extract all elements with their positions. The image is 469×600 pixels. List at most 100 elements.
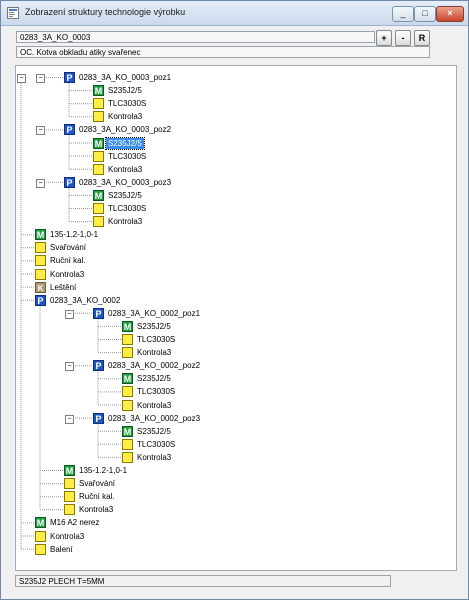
tree-node-label[interactable]: Ruční kal. xyxy=(79,492,115,502)
tree-node[interactable]: − P 0283_3A_KO_0003_poz1 xyxy=(16,72,456,85)
tree-node[interactable]: TLC3030S xyxy=(16,98,456,111)
tree-node-label[interactable]: TLC3030S xyxy=(108,151,147,161)
tree-node-label[interactable]: Kontrola3 xyxy=(108,217,143,227)
tree-node-label[interactable]: S235J2/5 xyxy=(108,190,142,200)
tree-node-label[interactable]: Ruční kal. xyxy=(50,256,86,266)
tree-node[interactable]: TLC3030S xyxy=(16,386,456,399)
tree-node-label[interactable]: TLC3030S xyxy=(137,387,176,397)
part-icon: P xyxy=(93,307,104,319)
refresh-button[interactable]: R xyxy=(414,30,430,46)
collapse-toggle-icon[interactable]: − xyxy=(36,74,45,83)
tree-node-label[interactable]: TLC3030S xyxy=(137,439,176,449)
tree-node-label[interactable]: Leštění xyxy=(50,282,77,292)
minimize-button[interactable]: _ xyxy=(392,6,414,22)
tree-node-label[interactable]: Kontrola3 xyxy=(137,452,172,462)
tree-node-label[interactable]: 0283_3A_KO_0002_poz2 xyxy=(108,361,201,371)
tree-node[interactable]: Kontrola3 xyxy=(16,451,456,465)
expand-all-button[interactable]: + xyxy=(376,30,392,46)
product-description-field[interactable]: OC. Kotva obkladu atiky svařenec xyxy=(16,46,430,58)
tree-node-label[interactable]: Kontrola3 xyxy=(50,531,85,541)
operation-icon xyxy=(35,530,46,542)
tree-node[interactable]: Kontrola3 xyxy=(16,268,456,282)
tree-node[interactable]: TLC3030S xyxy=(16,150,456,164)
maximize-button[interactable]: □ xyxy=(414,6,436,22)
tree-node[interactable]: TLC3030S xyxy=(16,334,456,347)
tree-node[interactable]: Kontrola3 xyxy=(16,347,456,360)
tree-node-label[interactable]: Kontrola3 xyxy=(137,400,172,410)
tree-node-label[interactable]: TLC3030S xyxy=(108,99,147,109)
tree-node-label[interactable]: TLC3030S xyxy=(137,335,176,344)
tree-node-label[interactable]: S235J2/5 xyxy=(137,321,171,331)
tree-node-label[interactable]: 0283_3A_KO_0002_poz3 xyxy=(108,413,201,423)
close-button[interactable]: × xyxy=(436,6,464,22)
tree-node-label[interactable]: Svařování xyxy=(79,479,116,489)
tree-node-label[interactable]: TLC3030S xyxy=(108,204,147,213)
tree-node[interactable]: Kontrola3 xyxy=(16,111,456,124)
tree-node-label[interactable]: Balení xyxy=(50,544,73,554)
tree-node[interactable]: Kontrola3 xyxy=(16,530,456,544)
operation-icon xyxy=(35,255,46,267)
tree-node-label[interactable]: Kontrola3 xyxy=(50,269,85,279)
collapse-toggle-icon[interactable]: − xyxy=(36,178,45,188)
collapse-all-button[interactable]: - xyxy=(395,30,411,46)
tree-node-label[interactable]: Kontrola3 xyxy=(79,505,114,515)
operation-icon xyxy=(93,163,104,175)
tree-node-label[interactable]: 0283_3A_KO_0003_poz3 xyxy=(79,177,172,187)
collapse-toggle-icon[interactable]: − xyxy=(36,126,45,136)
tree-node[interactable]: Balení xyxy=(16,543,456,557)
collapse-toggle-icon[interactable]: − xyxy=(65,414,74,424)
tree-node-label[interactable]: 0283_3A_KO_0002_poz1 xyxy=(108,308,201,318)
tree-node-label[interactable]: 0283_3A_KO_0002 xyxy=(50,295,121,305)
tree-node-label[interactable]: M16 A2 nerez xyxy=(50,518,100,528)
tree-node-label[interactable]: 0283_3A_KO_0003_poz2 xyxy=(79,125,172,135)
tree-node[interactable]: Kontrola3 xyxy=(16,216,456,229)
tree-node[interactable]: Kontrola3 xyxy=(16,504,456,517)
tree-node-label[interactable]: S235J2/5 xyxy=(137,426,171,436)
tree-node[interactable]: Ruční kal. xyxy=(16,255,456,268)
tree-node[interactable]: Kontrola3 xyxy=(16,163,456,177)
operation-icon xyxy=(122,438,133,450)
tree-node[interactable]: TLC3030S xyxy=(16,203,456,216)
collapse-toggle-icon[interactable]: − xyxy=(65,362,74,372)
collapse-toggle-icon[interactable]: − xyxy=(65,309,74,319)
tree-node-label[interactable]: Kontrola3 xyxy=(108,112,143,122)
tree-node-label[interactable]: 135-1.2-1,0-1 xyxy=(79,466,128,475)
operation-icon xyxy=(122,386,133,398)
operation-icon xyxy=(93,150,104,162)
tree-node[interactable]: Svařování xyxy=(16,242,456,255)
tree-node[interactable]: TLC3030S xyxy=(16,438,456,452)
tree-node-label[interactable]: Svařování xyxy=(50,243,87,253)
tree-node-label[interactable]: Kontrola3 xyxy=(108,164,143,174)
tree-node-label[interactable]: S235J2/5 xyxy=(137,374,171,384)
tree-node[interactable]: Ruční kal. xyxy=(16,491,456,504)
tree-node-label[interactable]: Kontrola3 xyxy=(137,348,172,358)
material-icon: M xyxy=(93,189,104,201)
tree-node[interactable]: Svařování xyxy=(16,478,456,491)
tree-node[interactable]: M S235J2/5 xyxy=(16,189,456,203)
product-code-field[interactable]: 0283_3A_KO_0003 xyxy=(16,31,375,43)
tree-node-label[interactable]: 135-1.2-1,0-1 xyxy=(50,230,99,240)
tree-node-label[interactable]: 0283_3A_KO_0003_poz1 xyxy=(79,73,172,82)
tree-node-label[interactable]: S235J2/5 xyxy=(105,136,145,150)
tree-node[interactable]: Kontrola3 xyxy=(16,399,456,413)
title-bar[interactable]: Zobrazení struktury technologie výrobku … xyxy=(1,1,468,26)
part-icon: P xyxy=(64,72,75,83)
tree-node-label[interactable]: S235J2/5 xyxy=(108,86,142,96)
root-collapse-toggle-icon[interactable]: − xyxy=(17,74,26,83)
tree-node[interactable]: − P 0283_3A_KO_0002_poz1 xyxy=(16,307,456,321)
